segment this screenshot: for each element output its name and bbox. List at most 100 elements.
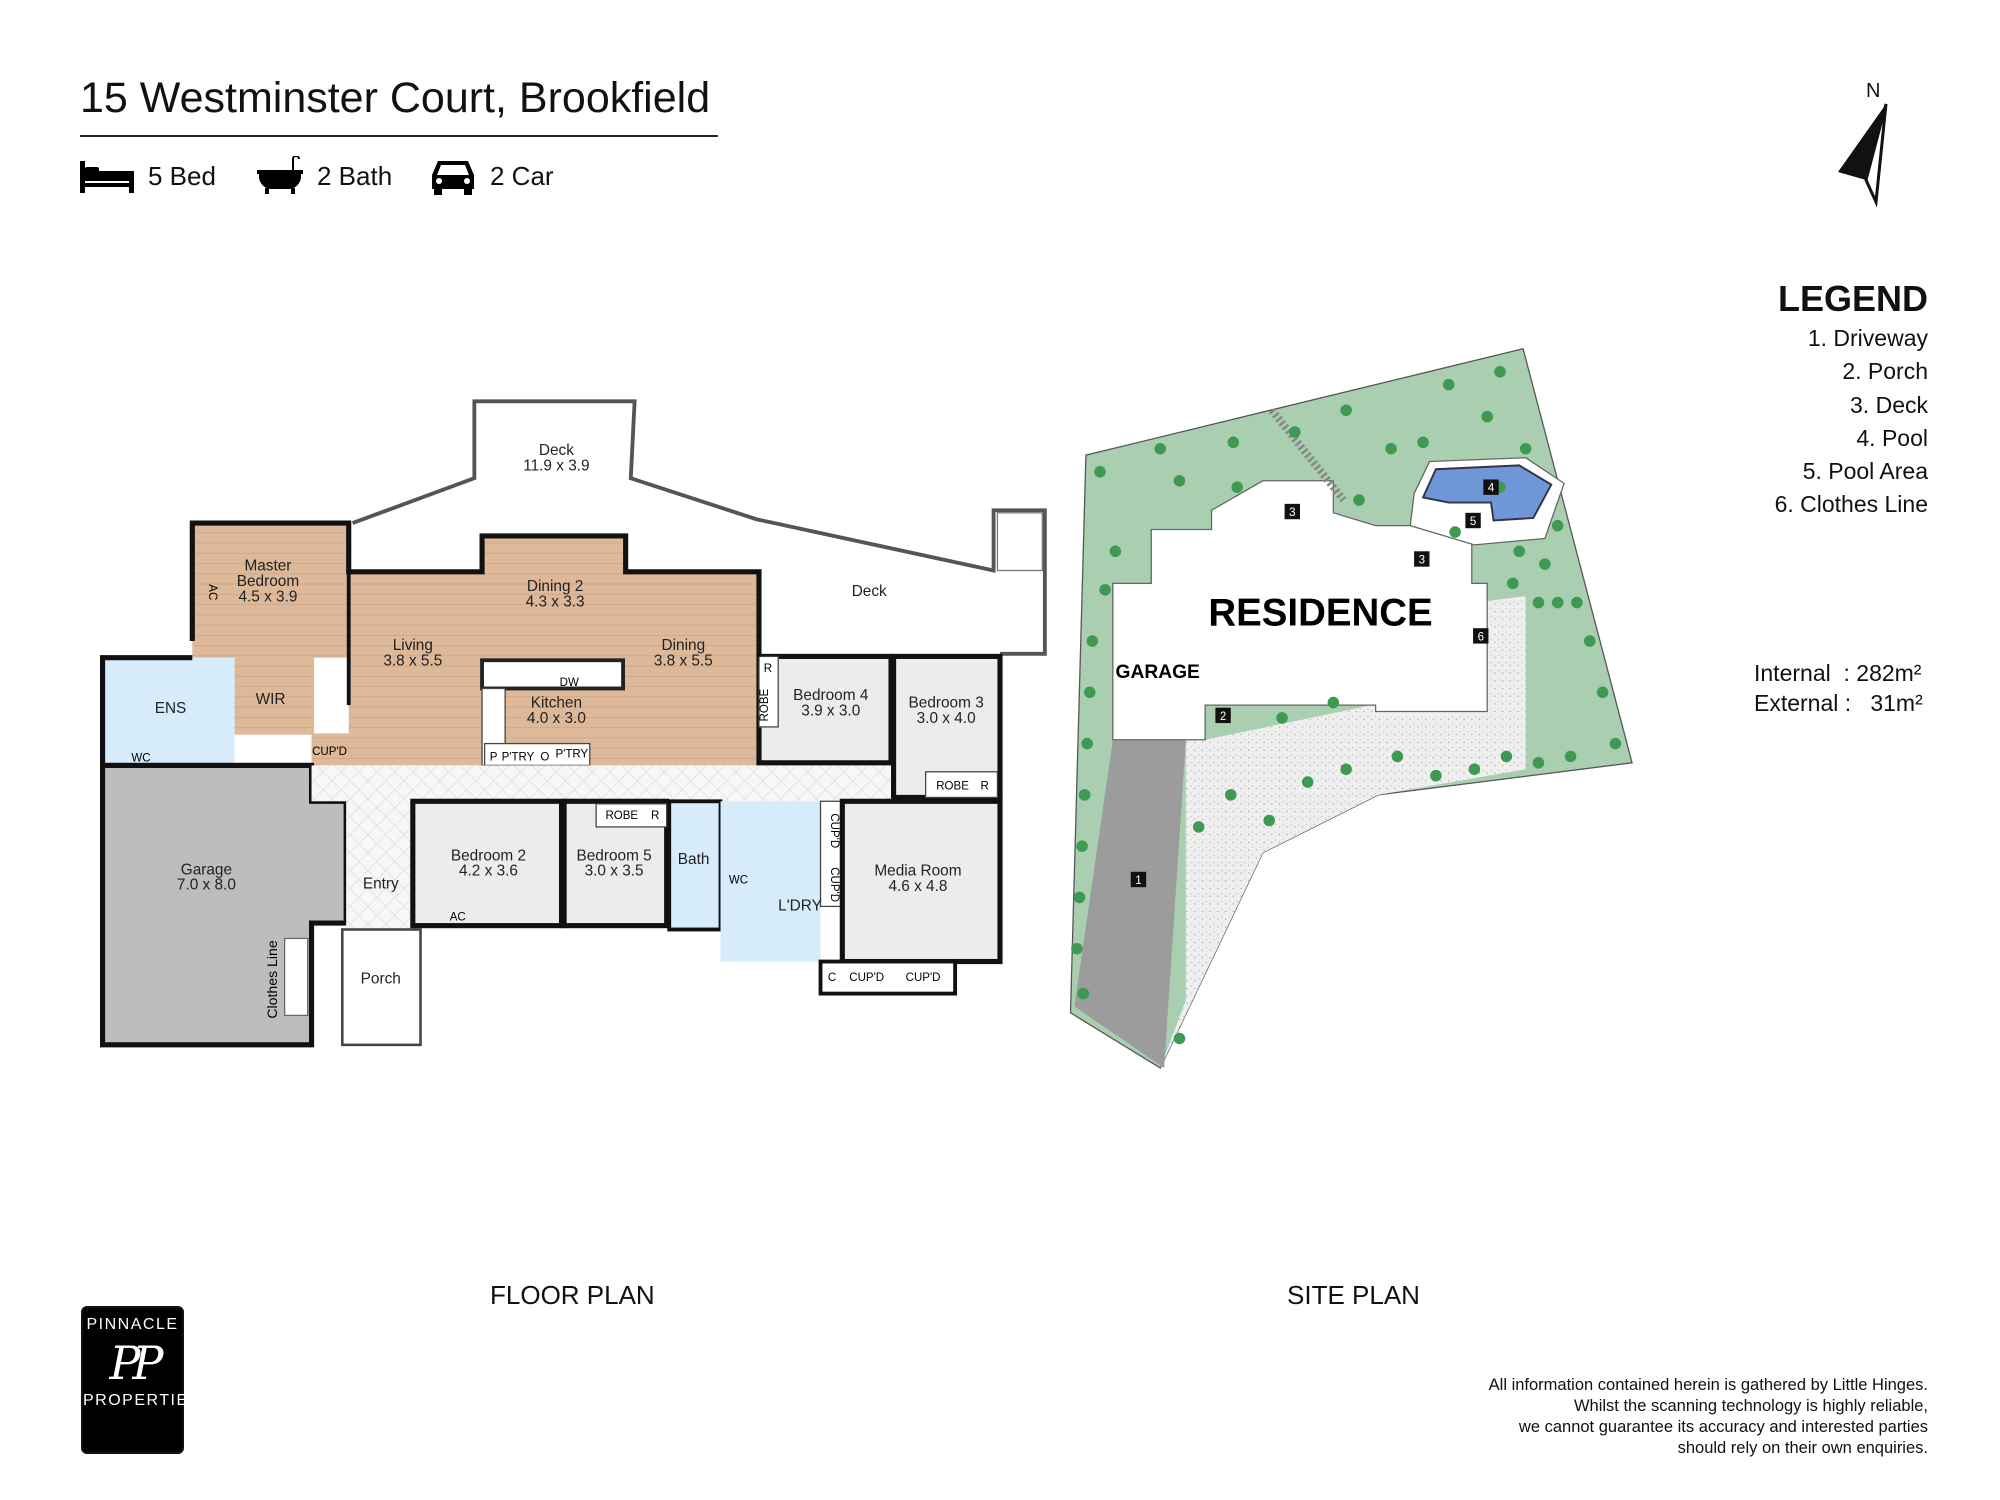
tree-icon: [1173, 1032, 1186, 1045]
kitchen-counter: [480, 658, 626, 691]
fixture-label-clothes: Clothes Line: [264, 940, 280, 1019]
ensuite-floor: [102, 657, 235, 766]
tree-icon: [1231, 481, 1243, 493]
tree-icon: [1327, 696, 1340, 709]
cupboard-row: [818, 959, 958, 996]
disclaimer: All information contained herein is gath…: [1489, 1375, 1928, 1459]
room-label-wir: WIR: [256, 691, 286, 708]
site-marker-badge: [1465, 512, 1481, 529]
room-label-dining2: 4.3 x 3.3: [526, 593, 585, 610]
floor-plan-label: FLOOR PLAN: [490, 1280, 655, 1310]
tree-icon: [1583, 635, 1596, 647]
site-marker-number: 3: [1289, 507, 1295, 519]
fixture-label-ptry2: P'TRY: [555, 749, 588, 761]
tree-icon: [1289, 426, 1301, 438]
room-label-bedroom5: Bedroom 5: [576, 847, 651, 864]
room-label-bedroom3: Bedroom 3: [909, 695, 984, 712]
bath-icon: [257, 156, 303, 194]
site-marker-number: 3: [1419, 554, 1425, 566]
fixture-label-r3: R: [980, 781, 988, 793]
tree-icon: [1340, 404, 1352, 417]
tree-icon: [1099, 583, 1111, 596]
disclaimer-line: All information contained herein is gath…: [1488, 1376, 1928, 1394]
tree-icon: [1532, 596, 1545, 609]
room-label-master: 4.5 x 3.9: [238, 588, 297, 605]
site-marker-badge: [1473, 628, 1489, 644]
fixture-label-p: P: [490, 751, 498, 763]
tree-icon: [1442, 378, 1455, 391]
room-label-porch: Porch: [361, 970, 401, 987]
tree-icon: [1513, 545, 1525, 558]
tree-icon: [1081, 737, 1093, 750]
tree-icon: [1551, 596, 1564, 609]
site-stairs: [1268, 407, 1347, 503]
fixture-label-robe1: ROBE: [605, 810, 638, 822]
site-marker-badge: [1284, 503, 1300, 520]
deck-stairs: [996, 512, 1043, 572]
room-label-dining2: Dining 2: [527, 578, 583, 595]
room-label-master: Bedroom: [237, 573, 299, 590]
internal-area: Internal : 282m²: [1754, 660, 1922, 686]
fixture-label-ac1: AC: [206, 584, 218, 600]
logo-top-text: PINNACLE: [86, 1316, 179, 1333]
fixture-label-wc2: WC: [729, 874, 748, 886]
tree-icon: [1481, 410, 1493, 423]
tree-icon: [1173, 475, 1186, 487]
north-label: N: [1866, 80, 1881, 102]
tree-icon: [1385, 442, 1397, 455]
bath-label: 2 Bath: [317, 160, 393, 191]
logo-bottom-text: PROPERTIES: [83, 1392, 201, 1409]
room-label-media: 4.6 x 4.8: [888, 878, 947, 895]
path-area: [1160, 596, 1526, 1068]
tree-icon: [1154, 442, 1167, 455]
room-label-bedroom3: 3.0 x 4.0: [917, 710, 976, 727]
site-marker-number: 1: [1135, 875, 1141, 887]
wir-floor: [234, 657, 315, 735]
site-marker-badge: [1215, 707, 1231, 724]
tree-icon: [1417, 436, 1429, 449]
fixture-label-cupd2: CUP'D: [828, 813, 840, 848]
title-divider: [80, 135, 718, 137]
driveway: [1074, 739, 1186, 1068]
site-plan-label: SITE PLAN: [1287, 1280, 1420, 1310]
legend-item: 3. Deck: [1850, 392, 1928, 418]
tree-icon: [1449, 526, 1461, 538]
car-icon: [432, 161, 474, 195]
room-label-kitchen: Kitchen: [531, 695, 582, 712]
site-marker-number: 4: [1488, 483, 1495, 495]
room-label-bedroom5: 3.0 x 3.5: [585, 863, 644, 880]
room-label-bedroom2: 4.2 x 3.6: [459, 863, 518, 880]
tree-icon: [1539, 558, 1551, 570]
room-label-dining: Dining: [662, 637, 706, 654]
site-marker-number: 2: [1220, 711, 1226, 723]
tree-icon: [1468, 763, 1481, 775]
tree-icon: [1227, 436, 1240, 449]
room-label-deck-top: 11.9 x 3.9: [523, 458, 589, 475]
clothes-line: [283, 937, 309, 1017]
tree-icon: [1077, 987, 1090, 1000]
fixture-label-r1: R: [651, 810, 659, 822]
tree-icon: [1071, 942, 1083, 955]
disclaimer-line: we cannot guarantee its accuracy and int…: [1518, 1418, 1928, 1436]
tree-icon: [1109, 545, 1122, 558]
fixture-label-wc1: WC: [131, 753, 150, 765]
tree-icon: [1276, 712, 1288, 724]
tree-icon: [1596, 686, 1609, 699]
site-marker-number: 6: [1478, 631, 1484, 643]
room-label-ens: ENS: [155, 700, 187, 717]
room-label-bath: Bath: [678, 851, 710, 868]
tree-icon: [1225, 789, 1237, 801]
tree-icon: [1094, 466, 1106, 478]
fixture-label-dw: DW: [560, 677, 579, 689]
car-label: 2 Car: [490, 160, 554, 191]
site-marker-badge: [1483, 479, 1499, 495]
legend-item: 5. Pool Area: [1802, 458, 1928, 484]
site-marker-number: 5: [1470, 516, 1476, 528]
room-label-living: 3.8 x 5.5: [383, 652, 442, 669]
bath-floor: [667, 799, 723, 932]
tree-icon: [1076, 840, 1088, 852]
bath-count: 2 Bath: [257, 156, 392, 196]
